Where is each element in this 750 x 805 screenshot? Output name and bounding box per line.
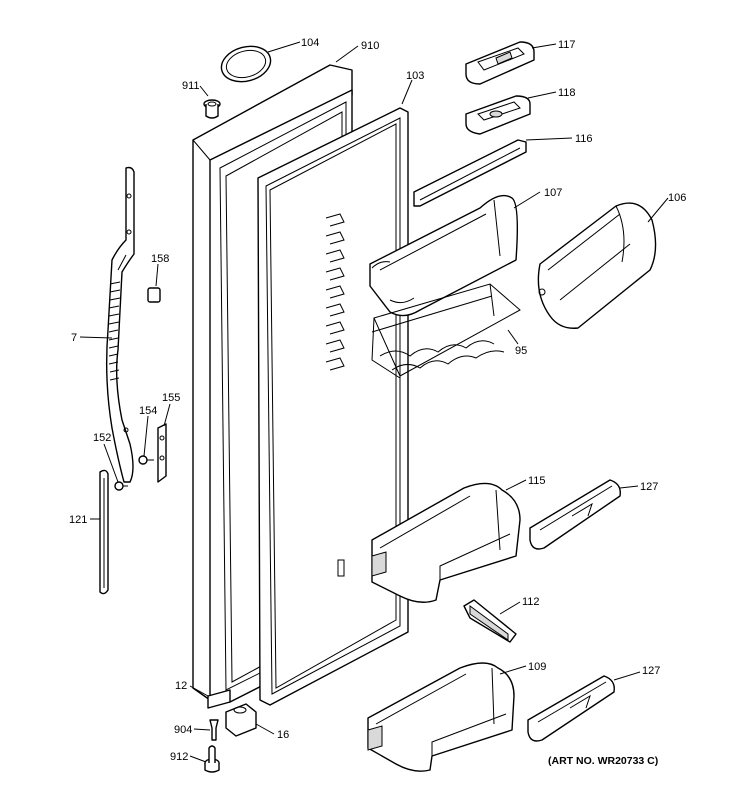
callout-118: 118 [558,87,576,99]
callout-116: 116 [575,133,593,145]
callout-104: 104 [301,37,319,49]
bin-115 [371,482,521,603]
callout-121: 121 [69,514,87,526]
bin-109 [367,662,515,772]
callout-95: 95 [515,345,527,357]
bin-107 [369,194,519,317]
door-handle [105,166,135,483]
callout-911: 911 [182,80,200,92]
bin-cover-127-lower [527,675,615,742]
callout-127-upper: 127 [640,481,658,493]
callout-158: 158 [151,253,169,265]
hinge-pin [204,745,220,773]
door-stop [207,689,231,709]
art-number: (ART NO. WR20733 C) [548,755,658,767]
callout-127-lower: 127 [642,665,660,677]
handle-grip-ribs [108,281,121,381]
screw-152 [114,481,128,491]
door-gasket [257,107,409,706]
handle-mount [157,423,167,483]
rail-116 [413,139,527,207]
callout-7: 7 [71,332,77,344]
oval-pad [220,45,272,83]
callout-16: 16 [277,729,289,741]
hinge-bushing [203,99,221,119]
callout-910: 910 [361,40,379,52]
lower-hinge [225,703,257,737]
door-shelf-rails [325,213,345,577]
callout-904: 904 [174,724,192,736]
callout-107: 107 [544,187,562,199]
callout-112: 112 [522,596,540,608]
wire-shelf-95 [371,283,521,379]
screw-904 [209,719,219,741]
callout-912: 912 [170,751,188,763]
callout-109: 109 [528,661,546,673]
bin-base-118 [465,95,531,135]
callout-106: 106 [668,192,686,204]
callout-12: 12 [175,680,187,692]
callout-labels: 104 910 911 103 117 118 116 107 106 158 … [69,37,686,767]
handle-plug [147,287,161,303]
callout-155: 155 [162,392,180,404]
screw-154 [138,455,154,465]
callout-103: 103 [406,70,424,82]
divider-112 [463,599,517,643]
bin-cover-127-upper [529,479,621,550]
bin-cover-117 [465,41,535,85]
callout-115: 115 [528,475,546,487]
callout-154: 154 [139,405,157,417]
leader-lines [79,41,669,763]
callout-152: 152 [93,432,111,444]
callout-117: 117 [558,39,576,51]
snugger-bin-106 [537,202,657,329]
